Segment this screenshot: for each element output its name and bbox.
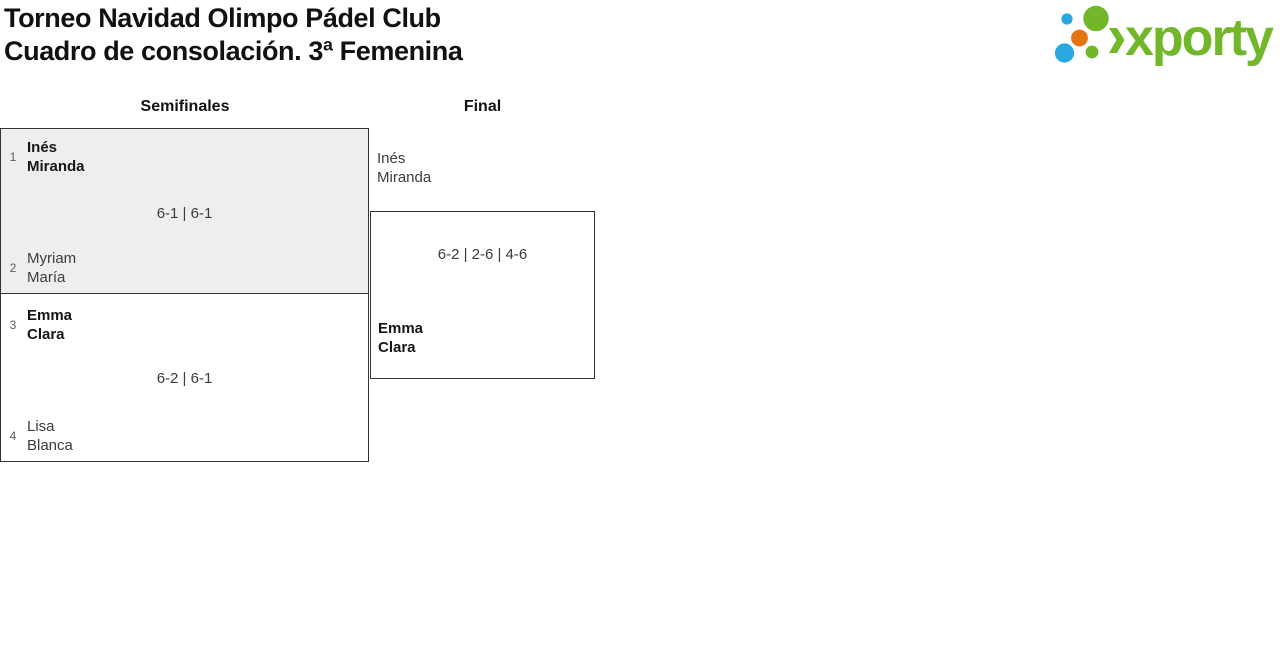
draw-category: Cuadro de consolación. 3ª Femenina [4, 36, 463, 66]
match-box-semifinal-2[interactable]: 3 Emma Clara 6-2 | 6-1 4 Lisa Blanca [0, 293, 369, 462]
finalist-team-1: Inés Miranda [377, 149, 431, 187]
player-name: Lisa [27, 418, 55, 435]
finalist-team-2: Emma Clara [378, 319, 423, 357]
team-row: 4 Lisa Blanca [9, 417, 362, 455]
team-row: 3 Emma Clara [9, 306, 362, 344]
match-box-semifinal-1[interactable]: 1 Inés Miranda 6-1 | 6-1 2 Myriam María [0, 128, 369, 293]
match-score: 6-2 | 2-6 | 4-6 [437, 246, 528, 263]
tournament-name: Torneo Navidad Olimpo Pádel Club [4, 3, 441, 33]
player-name: Inés [377, 150, 406, 167]
team-players: Emma Clara [27, 306, 72, 344]
logo-dot-orange [1071, 29, 1088, 47]
seed-number: 1 [9, 150, 17, 164]
logo-dot-small-green [1085, 45, 1099, 59]
logo-dot-big-blue [1054, 43, 1075, 63]
player-name: Inés [27, 139, 58, 156]
player-name: Clara [27, 326, 65, 343]
match-box-final[interactable]: 6-2 | 2-6 | 4-6 Emma Clara [370, 211, 595, 379]
player-name: Blanca [27, 437, 73, 454]
seed-number: 3 [9, 318, 17, 332]
player-name: María [27, 269, 66, 286]
page-title: Torneo Navidad Olimpo Pádel Club Cuadro … [4, 2, 463, 68]
player-name: Clara [378, 339, 416, 356]
team-players: Myriam María [27, 249, 76, 287]
seed-number: 2 [9, 261, 17, 275]
team-row: 1 Inés Miranda [9, 138, 362, 176]
logo-chevron-icon [1109, 28, 1125, 53]
xporty-logo[interactable]: xporty [1045, 0, 1280, 72]
player-name: Miranda [27, 158, 85, 175]
team-players: Lisa Blanca [27, 417, 73, 455]
team-players: Inés Miranda [27, 138, 85, 176]
logo-wordmark: xporty [1125, 9, 1274, 67]
player-name: Emma [378, 320, 424, 337]
round-header-semifinales: Semifinales [140, 98, 230, 115]
xporty-logo-graphic: xporty [1054, 5, 1276, 67]
seed-number: 4 [9, 429, 17, 443]
match-score: 6-2 | 6-1 [156, 370, 213, 387]
team-row: 2 Myriam María [9, 249, 362, 287]
logo-dot-small-blue [1061, 13, 1073, 25]
player-name: Myriam [27, 250, 77, 267]
player-name: Miranda [377, 169, 432, 186]
round-header-final: Final [463, 98, 502, 115]
match-score: 6-1 | 6-1 [156, 205, 213, 222]
logo-dot-big-green [1083, 5, 1109, 32]
player-name: Emma [27, 307, 73, 324]
